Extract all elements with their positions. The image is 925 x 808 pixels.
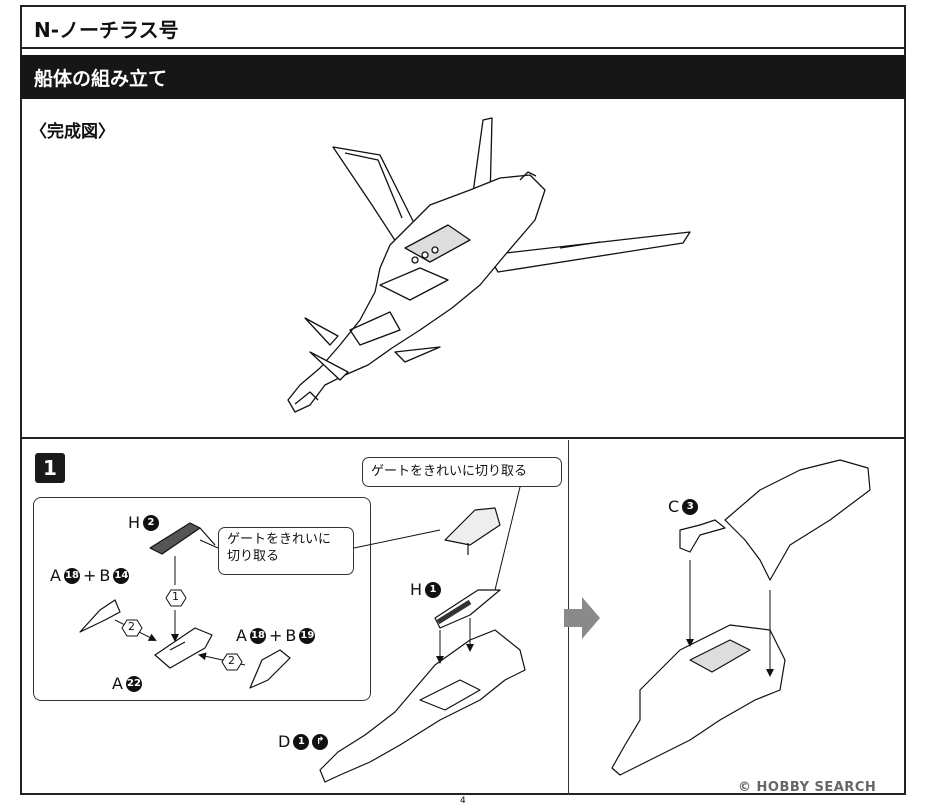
inset-gate-cut-callout: ゲートをきれいに 切り取る: [218, 527, 354, 575]
title-bar: N-ノーチラス号: [20, 5, 906, 49]
part-number-badge: 1: [293, 733, 310, 750]
page-title: N-ノーチラス号: [34, 18, 179, 42]
step-number-badge: 1: [35, 453, 65, 483]
order-marker-1: 1: [172, 590, 179, 603]
part-label-d1: D 1 ↱: [278, 732, 329, 751]
part-number-badge: 3: [682, 498, 699, 515]
part-number-badge: 19: [299, 627, 316, 644]
part-number-badge: 18: [63, 567, 80, 584]
part-label-h1: H 1: [410, 580, 442, 599]
section-divider: [20, 437, 906, 439]
section-bar: 船体の組み立て: [20, 55, 906, 99]
part-number-badge: 1: [425, 581, 442, 598]
sub-assembly-inset: [33, 497, 371, 701]
part-label-c3: C 3: [668, 497, 699, 516]
gate-cut-callout: ゲートをきれいに切り取る: [362, 457, 562, 487]
page-number: 4: [460, 796, 466, 806]
attach-mark-icon: ↱: [312, 733, 329, 750]
complete-view-label: 〈完成図〉: [30, 122, 115, 142]
next-step-arrow-icon: [564, 597, 600, 639]
inset-callout-line2: 切り取る: [227, 549, 280, 564]
order-marker-2b: 2: [228, 654, 235, 667]
part-number-badge: 18: [249, 627, 266, 644]
inset-callout-line1: ゲートをきれいに: [227, 532, 332, 547]
part-label-a18-b19: A 18 + B 19: [236, 626, 316, 645]
part-label-h2: H 2: [128, 513, 160, 532]
part-number-badge: 22: [125, 675, 142, 692]
page-frame: [20, 5, 906, 795]
part-number-badge: 14: [113, 567, 130, 584]
order-marker-2a: 2: [128, 620, 135, 633]
part-label-a22: A 22: [112, 674, 142, 693]
part-number-badge: 2: [143, 514, 160, 531]
watermark: © HOBBY SEARCH: [738, 780, 877, 795]
part-label-a18-b14: A 18 + B 14: [50, 566, 130, 585]
section-title: 船体の組み立て: [34, 68, 168, 90]
